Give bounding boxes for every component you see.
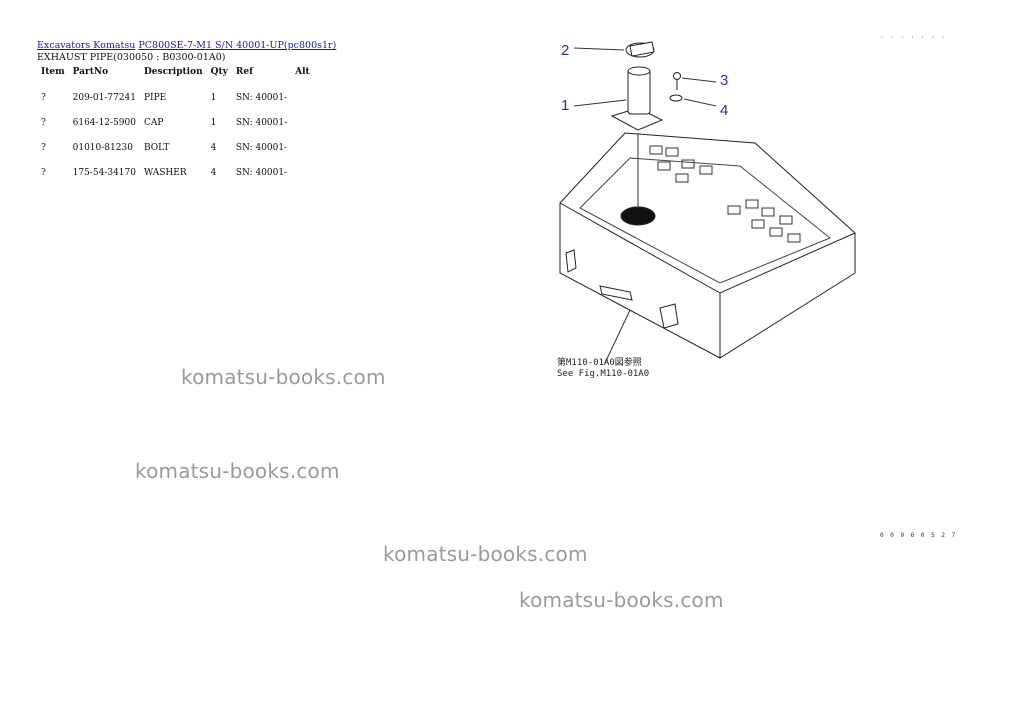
cell-partno: 6164-12-5900: [72, 117, 136, 128]
breadcrumb-link-catalog[interactable]: Excavators Komatsu: [37, 40, 136, 51]
engine-cover-outline: [559, 132, 856, 359]
cell-item: ?: [41, 92, 46, 103]
cell-qty: 1: [210, 92, 217, 103]
exhaust-pipe-body: [627, 69, 651, 115]
cell-description: PIPE: [143, 92, 167, 103]
cell-ref: SN: 40001-: [235, 167, 288, 178]
header-item: Item: [41, 67, 65, 77]
figure-reference-jp: 第M110-01A0図参照: [557, 358, 642, 368]
cell-description: WASHER: [143, 167, 187, 178]
exhaust-opening: [620, 206, 656, 226]
cell-ref: SN: 40001-: [235, 142, 288, 153]
washer-part: [669, 94, 683, 102]
cell-ref: SN: 40001-: [235, 117, 288, 128]
cell-alt: [291, 85, 314, 110]
sheet-code-top: · · · · · · ·: [880, 34, 947, 41]
callout-4: 4: [720, 102, 729, 119]
breadcrumb: Excavators Komatsu PC800SE-7-M1 S/N 4000…: [37, 40, 336, 51]
parts-table: Item PartNo Description Qty Ref Alt ? 20…: [37, 64, 314, 185]
cell-qty: 4: [210, 167, 217, 178]
header-ref: Ref: [235, 67, 253, 77]
cell-ref: SN: 40001-: [235, 92, 288, 103]
callout-2: 2: [561, 42, 570, 59]
breadcrumb-link-model[interactable]: PC800SE-7-M1 S/N 40001-UP(pc800s1r): [138, 40, 337, 51]
cell-partno: 175-54-34170: [72, 167, 136, 178]
callout-3: 3: [720, 72, 729, 89]
header-qty: Qty: [210, 67, 228, 77]
table-row: ? 175-54-34170 WASHER 4 SN: 40001-: [37, 160, 314, 185]
cell-qty: 1: [210, 117, 217, 128]
header-description: Description: [143, 67, 203, 77]
page-subtitle: EXHAUST PIPE(030050 : B0300-01A0): [37, 52, 226, 63]
header-partno: PartNo: [72, 67, 109, 77]
watermark-text: komatsu-books.com: [519, 588, 724, 612]
cell-alt: [291, 110, 314, 135]
sheet-code-bottom: 0 0 0 6 0 5 2 7: [880, 532, 957, 539]
watermark-text: komatsu-books.com: [181, 365, 386, 389]
cell-description: BOLT: [143, 142, 170, 153]
cell-item: ?: [41, 117, 46, 128]
cell-alt: [291, 160, 314, 185]
watermark-text: komatsu-books.com: [383, 542, 588, 566]
cell-partno: 209-01-77241: [72, 92, 136, 103]
cell-alt: [291, 135, 314, 160]
header-alt: Alt: [295, 67, 310, 77]
table-row: ? 01010-81230 BOLT 4 SN: 40001-: [37, 135, 314, 160]
watermark-text: komatsu-books.com: [135, 459, 340, 483]
parts-diagram: [559, 41, 856, 364]
table-row: ? 209-01-77241 PIPE 1 SN: 40001-: [37, 85, 314, 110]
figure-reference-note: 第M110-01A0図参照 See Fig.M110-01A0: [557, 358, 649, 380]
cell-item: ?: [41, 167, 46, 178]
cell-partno: 01010-81230: [72, 142, 133, 153]
callout-1: 1: [561, 97, 570, 114]
table-row: ? 6164-12-5900 CAP 1 SN: 40001-: [37, 110, 314, 135]
table-header-row: Item PartNo Description Qty Ref Alt: [37, 64, 314, 85]
figure-reference-en: See Fig.M110-01A0: [557, 369, 650, 379]
cell-description: CAP: [143, 117, 164, 128]
bolt-part: [673, 72, 681, 80]
cell-qty: 4: [210, 142, 217, 153]
cell-item: ?: [41, 142, 46, 153]
